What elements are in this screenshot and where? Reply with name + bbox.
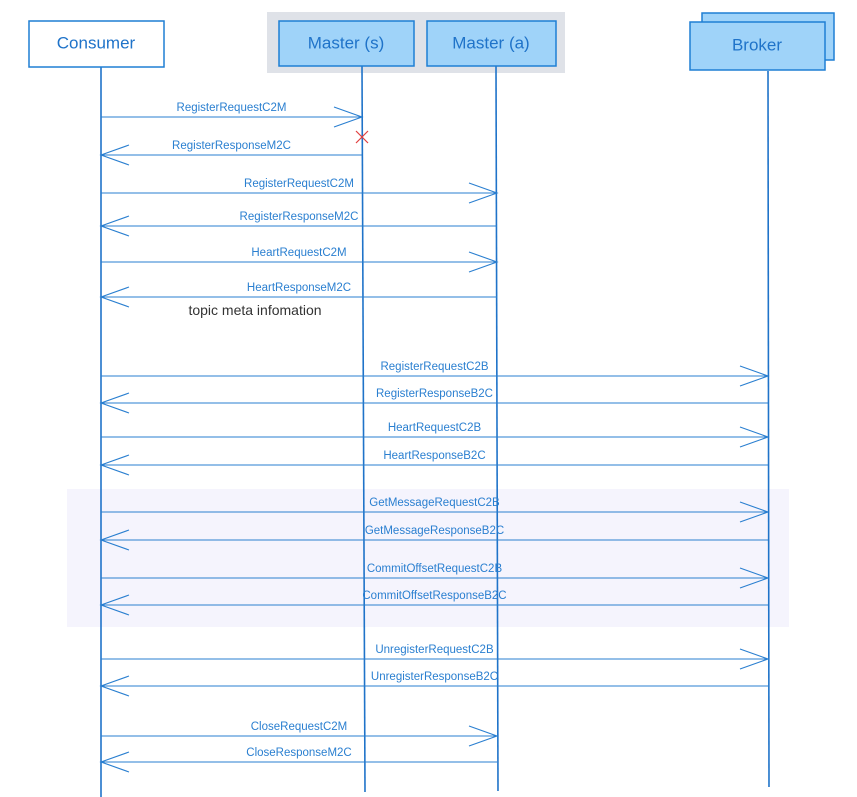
- participant-consumer-label: Consumer: [57, 33, 136, 52]
- message-label: UnregisterResponseB2C: [371, 671, 498, 683]
- message-label: RegisterResponseM2C: [240, 211, 359, 223]
- participant-master-s: Master (s): [278, 20, 415, 67]
- message-get-message-request-c2b: GetMessageRequestC2B: [101, 497, 770, 523]
- arrowhead-icon: [99, 286, 130, 308]
- message-get-message-response-b2c: GetMessageResponseB2C: [99, 525, 768, 551]
- arrowhead-icon: [99, 675, 130, 697]
- arrowhead-icon: [99, 144, 130, 166]
- message-commit-offset-request-c2b: CommitOffsetRequestC2B: [101, 563, 770, 589]
- message-commit-offset-response-b2c: CommitOffsetResponseB2C: [99, 590, 768, 616]
- message-label: CommitOffsetResponseB2C: [362, 590, 506, 602]
- message-heart-response-b2c: HeartResponseB2C: [99, 450, 768, 476]
- message-heart-request-c2b: HeartRequestC2B: [101, 422, 770, 448]
- message-label: UnregisterRequestC2B: [375, 644, 494, 656]
- participant-broker-label: Broker: [732, 35, 782, 54]
- message-label: HeartResponseB2C: [383, 450, 485, 462]
- message-register-response-m2c: RegisterResponseM2C: [99, 211, 497, 237]
- message-close-request-c2m: CloseRequestC2M: [101, 721, 499, 747]
- arrowhead-icon: [99, 454, 130, 476]
- message-register-response-b2c: RegisterResponseB2C: [99, 388, 768, 414]
- message-label: CommitOffsetRequestC2B: [367, 563, 503, 575]
- message-label: HeartRequestC2B: [388, 422, 482, 434]
- arrowhead-icon: [99, 529, 130, 551]
- arrowhead-icon: [99, 594, 130, 616]
- arrowhead-icon: [739, 365, 770, 387]
- failure-cross-icon: [355, 130, 369, 144]
- lifeline-broker: [767, 70, 770, 788]
- message-register-request-c2m: RegisterRequestC2M: [101, 102, 364, 128]
- message-label: HeartRequestC2M: [251, 247, 346, 259]
- participant-broker: Broker: [689, 12, 835, 71]
- message-label: RegisterRequestC2B: [380, 361, 488, 373]
- topic-meta-note: topic meta infomation: [188, 302, 321, 318]
- message-label: HeartResponseM2C: [247, 282, 351, 294]
- arrowhead-icon: [99, 751, 130, 773]
- message-label: RegisterRequestC2M: [177, 102, 287, 114]
- arrowhead-icon: [739, 648, 770, 670]
- arrowhead-icon: [739, 567, 770, 589]
- message-label: RegisterResponseB2C: [376, 388, 493, 400]
- message-label: RegisterResponseM2C: [172, 140, 291, 152]
- message-unregister-request-c2b: UnregisterRequestC2B: [101, 644, 770, 670]
- message-loop-region: [67, 489, 789, 627]
- message-label: GetMessageResponseB2C: [365, 525, 504, 537]
- message-heart-response-m2c: HeartResponseM2C: [99, 282, 497, 308]
- message-label: CloseRequestC2M: [251, 721, 348, 733]
- participant-master-s-label: Master (s): [308, 33, 385, 52]
- message-register-request-c2b: RegisterRequestC2B: [101, 361, 770, 387]
- arrowhead-icon: [468, 251, 499, 273]
- message-label: RegisterRequestC2M: [244, 178, 354, 190]
- arrowhead-icon: [739, 501, 770, 523]
- message-unregister-response-b2c: UnregisterResponseB2C: [99, 671, 768, 697]
- arrowhead-icon: [739, 426, 770, 448]
- message-register-request-c2m: RegisterRequestC2M: [101, 178, 499, 204]
- participant-master-a: Master (a): [426, 20, 557, 67]
- lifeline-master-a: [495, 65, 499, 792]
- message-register-response-m2c: RegisterResponseM2C: [99, 130, 369, 166]
- participant-consumer: Consumer: [28, 20, 165, 68]
- message-close-response-m2c: CloseResponseM2C: [99, 747, 497, 773]
- message-label: GetMessageRequestC2B: [369, 497, 500, 509]
- message-label: CloseResponseM2C: [246, 747, 351, 759]
- arrowhead-icon: [99, 215, 130, 237]
- participant-master-a-label: Master (a): [452, 33, 529, 52]
- arrowhead-icon: [99, 392, 130, 414]
- message-heart-request-c2m: HeartRequestC2M: [101, 247, 499, 273]
- arrowhead-icon: [468, 725, 499, 747]
- arrowhead-icon: [333, 106, 364, 128]
- lifeline-master-s: [361, 65, 366, 793]
- arrowhead-icon: [468, 182, 499, 204]
- messages-layer: RegisterRequestC2M RegisterResponseM2C Reg…: [99, 102, 770, 773]
